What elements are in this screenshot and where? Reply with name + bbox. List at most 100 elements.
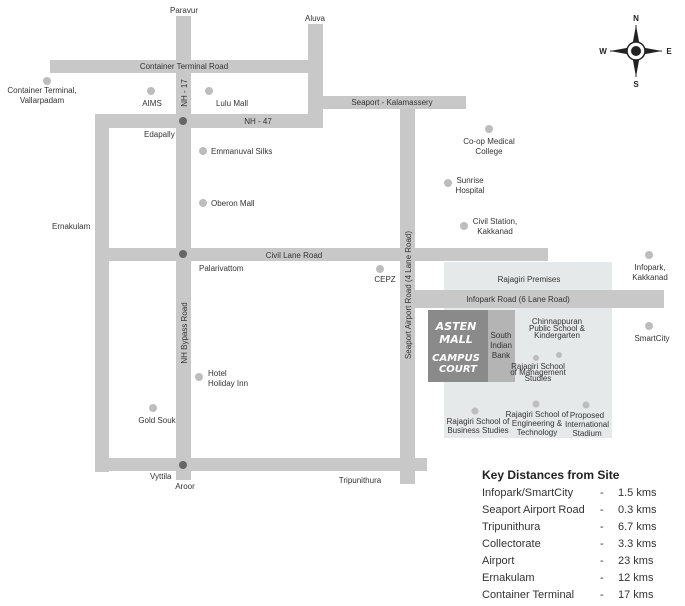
road-nh47 xyxy=(95,114,323,128)
roads xyxy=(50,16,664,484)
distance-value: 23 kms xyxy=(618,555,654,567)
label-stadium-3: Stadium xyxy=(572,429,602,438)
label-civil-lane-road: Civil Lane Road xyxy=(266,251,322,260)
marker-infopark xyxy=(645,251,653,259)
label-vyttila: Vyttila xyxy=(150,472,172,481)
campus-court-subtitle: COURT xyxy=(439,364,478,375)
label-rset-3: Technology xyxy=(517,428,557,437)
marker-rset xyxy=(532,400,540,408)
marker-smartcity xyxy=(645,322,653,330)
distance-value: 6.7 kms xyxy=(618,521,657,533)
label-rajagiri-premises: Rajagiri Premises xyxy=(498,275,561,284)
road-civil-lane xyxy=(95,248,548,261)
distance-place: Seaport Airport Road xyxy=(482,504,585,516)
label-hospital: Hospital xyxy=(456,186,485,195)
label-tripunithura: Tripunithura xyxy=(339,476,382,485)
distance-place: Infopark/SmartCity xyxy=(482,487,574,499)
compass-west: W xyxy=(599,47,607,56)
label-ernakulam: Ernakulam xyxy=(52,222,91,231)
label-rsms-2: of Management xyxy=(510,368,566,377)
label-edapally: Edapally xyxy=(144,130,175,139)
distance-row: Ernakulam-12 kms xyxy=(482,572,682,589)
campus-court-title: CAMPUS xyxy=(432,353,480,364)
marker-hotel xyxy=(195,373,203,381)
compass-center xyxy=(631,46,641,56)
distance-value: 0.3 kms xyxy=(618,504,657,516)
asten-mall-subtitle: MALL xyxy=(439,333,472,346)
label-stadium-1: Proposed xyxy=(570,411,604,420)
label-south: South xyxy=(491,331,512,340)
label-sunrise: Sunrise xyxy=(456,176,484,185)
label-rsms-1: Rajagiri School xyxy=(511,362,565,371)
distance-separator: - xyxy=(600,504,604,516)
label-aims: AIMS xyxy=(142,99,162,108)
asten-mall-block xyxy=(428,310,488,382)
marker-chinmaya xyxy=(556,352,562,358)
key-distances-title: Key Distances from Site xyxy=(482,468,620,482)
compass-south: S xyxy=(633,80,639,89)
key-distances-panel: Key Distances from Site Infopark/SmartCi… xyxy=(482,468,682,606)
label-chinmaya-3: Kindergarten xyxy=(534,331,580,340)
distance-value: 1.5 kms xyxy=(618,487,657,499)
label-vallarpadam: Vallarpadam xyxy=(20,96,65,105)
label-civil-station: Civil Station, xyxy=(473,217,517,226)
junction-edapally xyxy=(179,117,187,125)
marker-aims xyxy=(147,87,155,95)
distance-row: Container Terminal - 17 kms xyxy=(482,589,682,606)
junction-vyttila xyxy=(179,461,187,469)
label-hotel: Hotel xyxy=(208,369,227,378)
distance-separator: - xyxy=(600,589,604,601)
marker-lulu xyxy=(205,87,213,95)
distance-value: 12 kms xyxy=(618,572,654,584)
distance-row: Seaport Airport Road - 0.3 kms xyxy=(482,504,682,521)
label-bank: Bank xyxy=(492,351,511,360)
distance-separator: - xyxy=(600,555,604,567)
marker-gold-souk xyxy=(149,404,157,412)
label-seaport-kalamassery: Seaport - Kalamassery xyxy=(351,98,432,107)
distance-row: Infopark/SmartCity-1.5 kms xyxy=(482,487,682,504)
distance-row: Collectorate-3.3 kms xyxy=(482,538,682,555)
distance-separator: - xyxy=(600,521,604,533)
label-cepz: CEPZ xyxy=(374,275,395,284)
label-kakkanad-civil: Kakkanad xyxy=(477,227,513,236)
junction-palarivattom xyxy=(179,250,187,258)
label-infopark: Infopark, xyxy=(634,263,665,272)
distance-place: Container Terminal xyxy=(482,589,575,601)
marker-coop xyxy=(485,125,493,133)
label-seaport-airport-road: Seaport Airport Road (4 Lane Road) xyxy=(404,231,413,359)
marker-emmanuval xyxy=(199,147,207,155)
label-rsbs-2: Business Studies xyxy=(447,426,508,435)
road-west-vertical xyxy=(95,114,109,472)
label-aluva: Aluva xyxy=(305,14,326,23)
distance-row: Airport-23 kms xyxy=(482,555,682,572)
marker-civil-station xyxy=(460,222,468,230)
label-gold-souk: Gold Souk xyxy=(138,416,176,425)
label-lulu-mall: Lulu Mall xyxy=(216,99,248,108)
label-container-terminal: Container Terminal, xyxy=(7,86,76,95)
label-rsms-3: Studies xyxy=(525,374,552,383)
label-college: College xyxy=(475,147,503,156)
label-nh17: NH - 17 xyxy=(180,79,189,107)
marker-stadium xyxy=(582,401,590,409)
label-emmanuval-silks: Emmanuval Silks xyxy=(211,147,272,156)
distance-value: 3.3 kms xyxy=(618,538,657,550)
label-oberon-mall: Oberon Mall xyxy=(211,199,255,208)
label-rset-2: Engineering & xyxy=(512,419,563,428)
label-nh47: NH - 47 xyxy=(244,117,272,126)
south-indian-bank-block xyxy=(488,310,515,382)
distance-row: Tripunithura - 6.7 kms xyxy=(482,521,682,538)
label-stadium-2: International xyxy=(565,420,609,429)
road-infopark xyxy=(415,290,664,308)
marker-rsms xyxy=(533,355,539,361)
label-indian: Indian xyxy=(490,341,512,350)
road-aluva xyxy=(308,24,323,128)
marker-rsbs xyxy=(471,407,479,415)
distance-place: Tripunithura xyxy=(482,521,541,533)
marker-oberon xyxy=(199,199,207,207)
distance-value: 17 kms xyxy=(618,589,654,601)
label-infopark-road: Infopark Road (6 Lane Road) xyxy=(466,295,570,304)
label-coop-medical: Co-op Medical xyxy=(463,137,515,146)
asten-mall-title: ASTEN xyxy=(435,320,477,333)
